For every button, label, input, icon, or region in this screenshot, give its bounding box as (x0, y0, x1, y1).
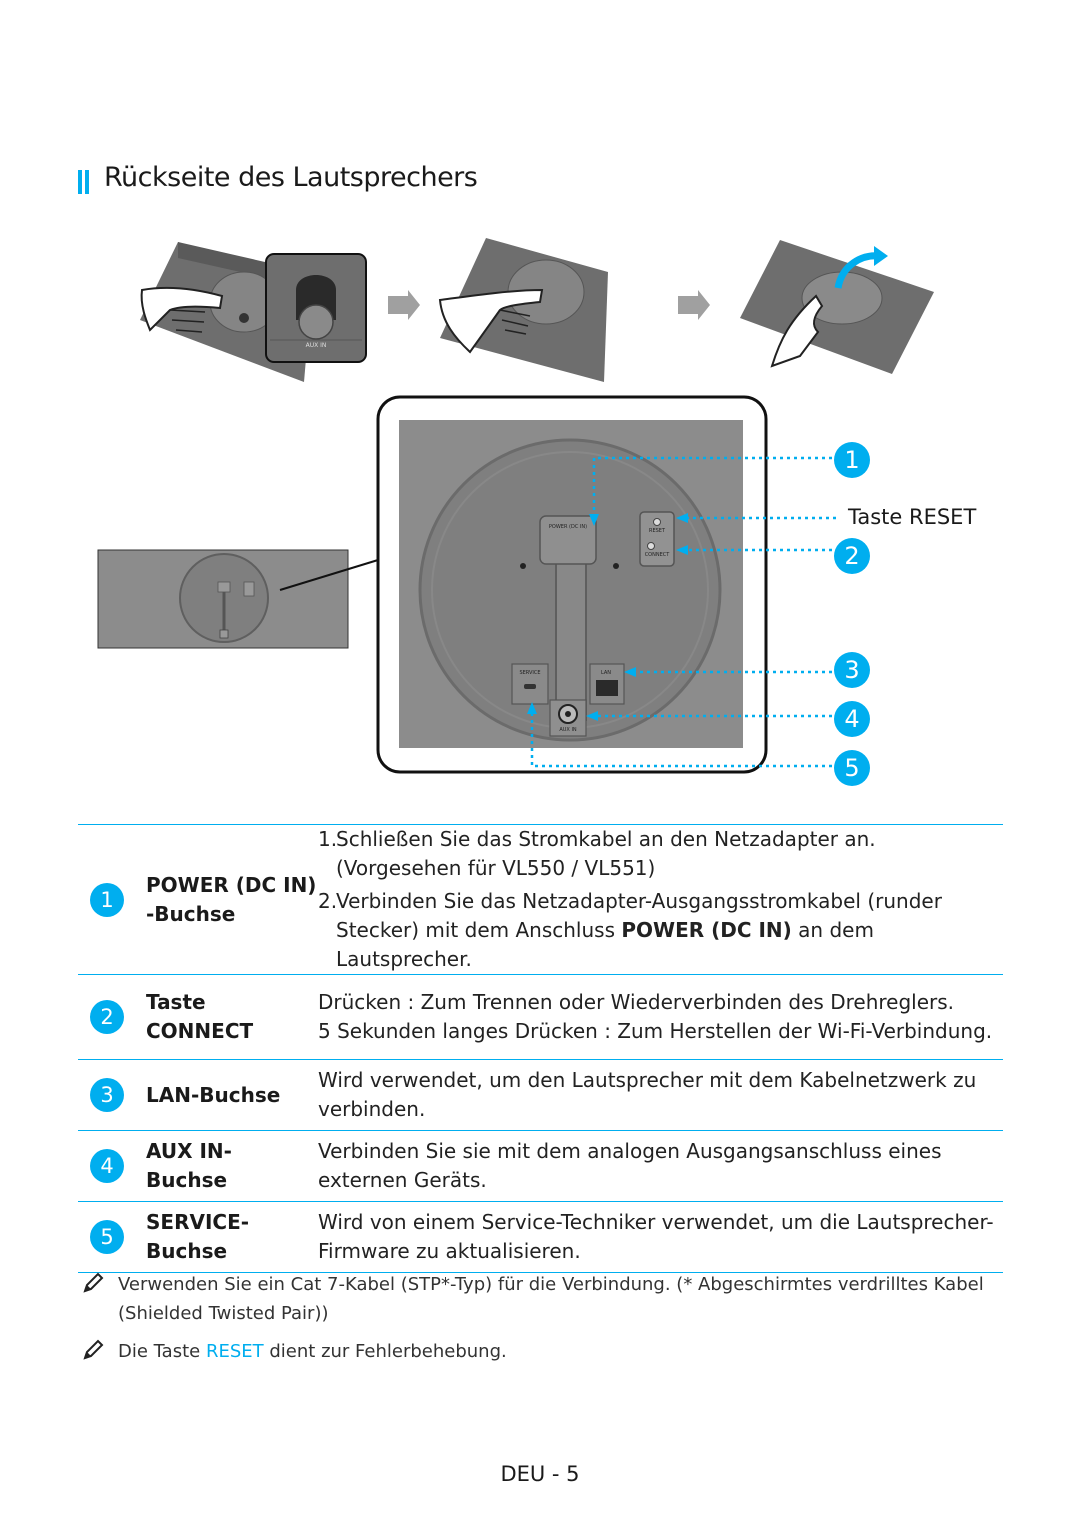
row-number-badge: 3 (90, 1078, 124, 1112)
connect-button (647, 542, 655, 550)
connector-table: 1 POWER (DC IN) -Buchse 1.Schließen Sie … (78, 824, 1003, 1273)
reset-port-label: RESET (649, 528, 666, 534)
reset-connect-block (639, 511, 675, 567)
reset-button (653, 518, 661, 526)
aux-inset-illustration: AUX IN (265, 253, 367, 363)
speaker-rear-illustration: AUX IN POWER (DC IN) RESET CO (97, 238, 934, 774)
table-row: 1 POWER (DC IN) -Buchse 1.Schließen Sie … (78, 824, 1003, 975)
lan-port-label: LAN (601, 670, 611, 676)
service-port (511, 663, 549, 705)
screw-icon (520, 563, 526, 569)
connector-description: Wird verwendet, um den Lautsprecher mit … (318, 1068, 977, 1121)
connector-name: Taste (146, 990, 206, 1014)
aux-port-label: AUX IN (559, 727, 577, 733)
connector-name: AUX IN- (146, 1139, 232, 1163)
connector-description: Wird von einem Service-Techniker verwend… (318, 1210, 994, 1263)
connector-name: POWER (DC IN) (146, 872, 317, 897)
row-number-badge: 1 (90, 882, 124, 917)
connector-name: LAN-Buchse (146, 1082, 281, 1107)
step3-speaker-illustration (740, 240, 934, 374)
connect-port-label: CONNECT (645, 552, 671, 558)
pencil-note-icon (83, 1272, 104, 1293)
connector-description: 1.Schließen Sie das Stromkabel an den Ne… (318, 827, 942, 971)
connector-name: Buchse (146, 1168, 228, 1192)
rotate-arrow-icon (874, 246, 888, 266)
connector-name: SERVICE- (146, 1210, 250, 1234)
title-marker (78, 170, 90, 194)
callout-badge-2: 2 (834, 538, 870, 574)
callout-badge-5: 5 (834, 750, 870, 786)
step2-speaker-illustration (438, 238, 608, 382)
row-number-badge: 2 (90, 1000, 124, 1034)
service-port-label: SERVICE (519, 670, 540, 676)
power-port (539, 515, 597, 565)
callout-badge-3: 3 (834, 652, 870, 688)
reset-highlight: RESET (205, 1341, 264, 1362)
connector-name: CONNECT (146, 1019, 254, 1043)
page-number: DEU - 5 (500, 1462, 580, 1486)
table-row: 5 SERVICE- Buchse Wird von einem Service… (78, 1201, 1003, 1273)
callout-badge-1: 1 (834, 442, 870, 478)
screw-icon (613, 563, 619, 569)
step-arrow-icon (388, 290, 420, 320)
table-row: 4 AUX IN- Buchse Verbinden Sie sie mit d… (78, 1130, 1003, 1202)
row-number-badge: 5 (90, 1220, 124, 1254)
callout-badge-4: 4 (834, 701, 870, 737)
power-port-label: POWER (DC IN) (549, 524, 587, 530)
step-arrow-icon (678, 290, 710, 320)
speaker-back-small-illustration (97, 549, 379, 649)
pencil-note-icon (83, 1339, 104, 1360)
table-row: 3 LAN-Buchse Wird verwendet, um den Laut… (78, 1059, 1003, 1131)
connector-description: Drücken : Zum Trennen oder Wiederverbind… (318, 990, 993, 1043)
row-number-badge: 4 (90, 1149, 124, 1183)
connector-name: -Buchse (146, 901, 236, 926)
note-reset: Die Taste RESET dient zur Fehlerbehebung… (82, 1337, 988, 1366)
inset-aux-label: AUX IN (306, 342, 327, 349)
callout-lines (530, 456, 836, 768)
table-row: 2 Taste CONNECT Drücken : Zum Trennen od… (78, 974, 1003, 1060)
connector-name: Buchse (146, 1239, 228, 1263)
connector-description: Verbinden Sie sie mit dem analogen Ausga… (318, 1139, 942, 1192)
page-title: Rückseite des Lautsprechers (104, 162, 478, 193)
reset-callout-label: Taste RESET (848, 505, 977, 529)
note-cable: Verwenden Sie ein Cat 7-Kabel (STP*-Typ)… (82, 1270, 988, 1328)
